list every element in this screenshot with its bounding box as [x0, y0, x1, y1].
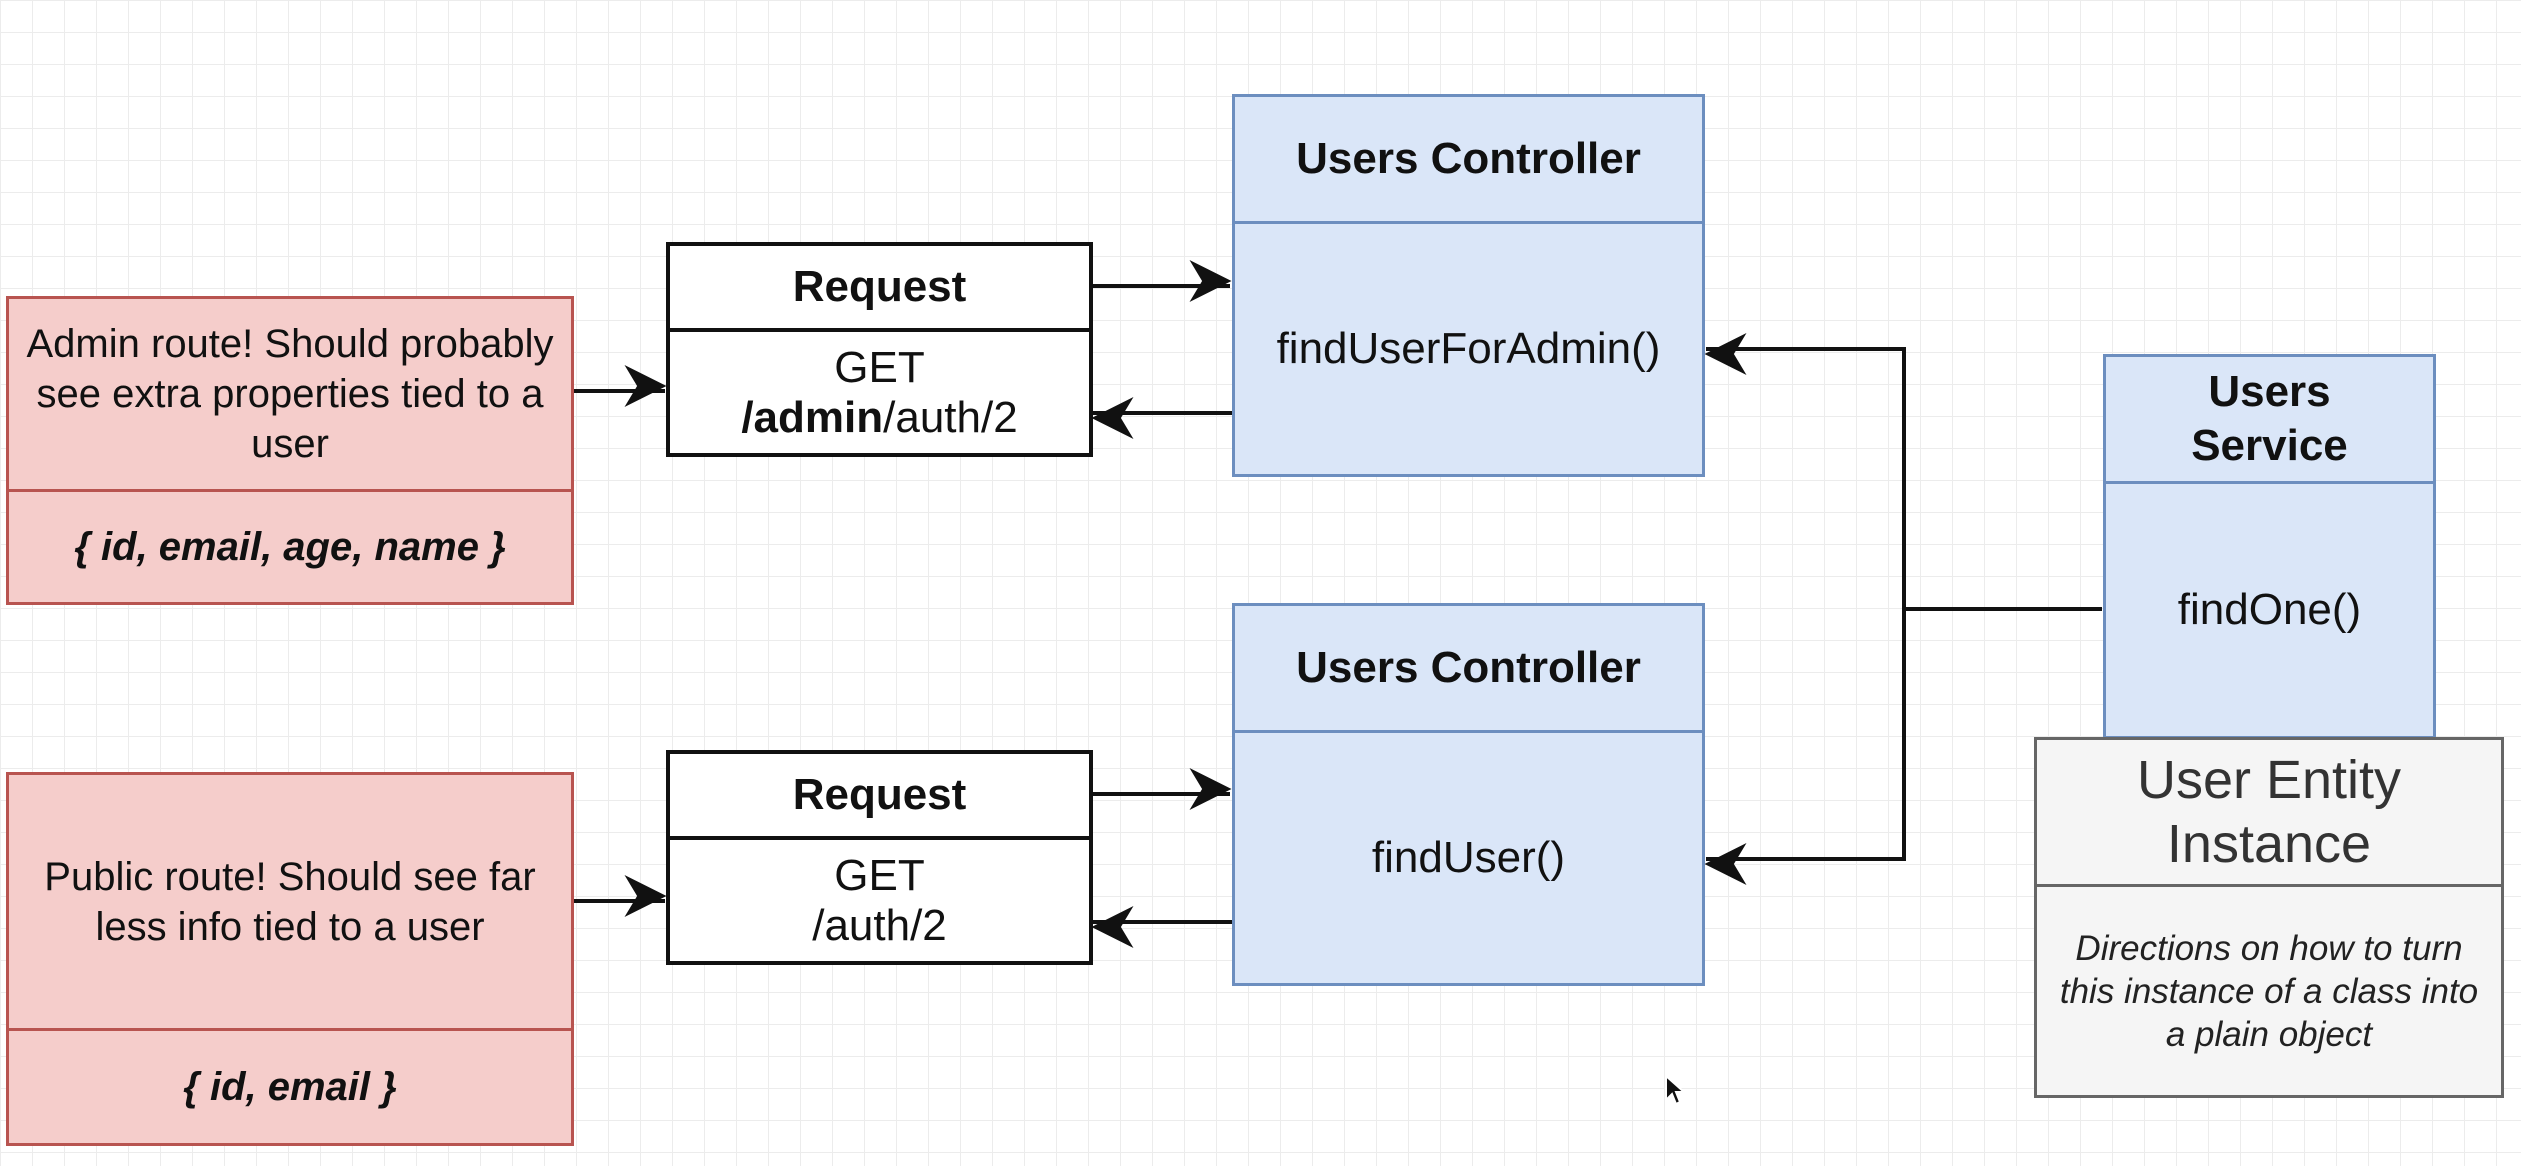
public-request-box: Request GET /auth/2 — [666, 750, 1093, 965]
admin-request-method: GET — [834, 342, 925, 392]
admin-request-title: Request — [670, 246, 1089, 332]
arrow-service-to-admin-controller — [1704, 333, 1906, 609]
public-controller-method: findUser() — [1371, 833, 1566, 882]
user-entity-title: User Entity Instance — [2037, 740, 2501, 887]
admin-request-path-suffix: /auth/2 — [883, 392, 1018, 442]
users-service-title: Users Service — [2106, 357, 2433, 484]
public-users-controller: Users Controller findUser() — [1232, 603, 1705, 986]
public-controller-title: Users Controller — [1235, 606, 1702, 733]
admin-request-path: /admin/auth/2 — [741, 393, 1017, 443]
users-service-method: findOne() — [2177, 585, 2362, 634]
arrow-service-to-public-controller — [1704, 609, 1906, 885]
admin-controller-title: Users Controller — [1235, 97, 1702, 224]
admin-route-fields: { id, email, age, name } — [9, 489, 571, 602]
admin-route-note: Admin route! Should probably see extra p… — [6, 296, 574, 605]
admin-controller-method: findUserForAdmin() — [1276, 324, 1661, 373]
public-request-method: GET — [834, 850, 925, 900]
admin-request-path-bold: admin — [753, 392, 884, 442]
admin-route-description: Admin route! Should probably see extra p… — [26, 322, 554, 466]
admin-users-controller: Users Controller findUserForAdmin() — [1232, 94, 1705, 477]
public-route-note: Public route! Should see far less info t… — [6, 772, 574, 1146]
mouse-cursor-icon — [1665, 1074, 1686, 1106]
public-route-description: Public route! Should see far less info t… — [44, 854, 536, 949]
admin-request-body: GET /admin/auth/2 — [670, 332, 1089, 453]
users-service: Users Service findOne() — [2103, 354, 2436, 739]
public-request-path: /auth/2 — [812, 900, 947, 950]
admin-request-path-prefix: / — [741, 392, 754, 442]
user-entity-description: Directions on how to turn this instance … — [2059, 928, 2479, 1054]
public-route-fields: { id, email } — [9, 1028, 571, 1143]
admin-request-box: Request GET /admin/auth/2 — [666, 242, 1093, 457]
user-entity-instance: User Entity Instance Directions on how t… — [2034, 737, 2504, 1098]
public-request-title: Request — [670, 754, 1089, 840]
public-request-body: GET /auth/2 — [670, 840, 1089, 961]
